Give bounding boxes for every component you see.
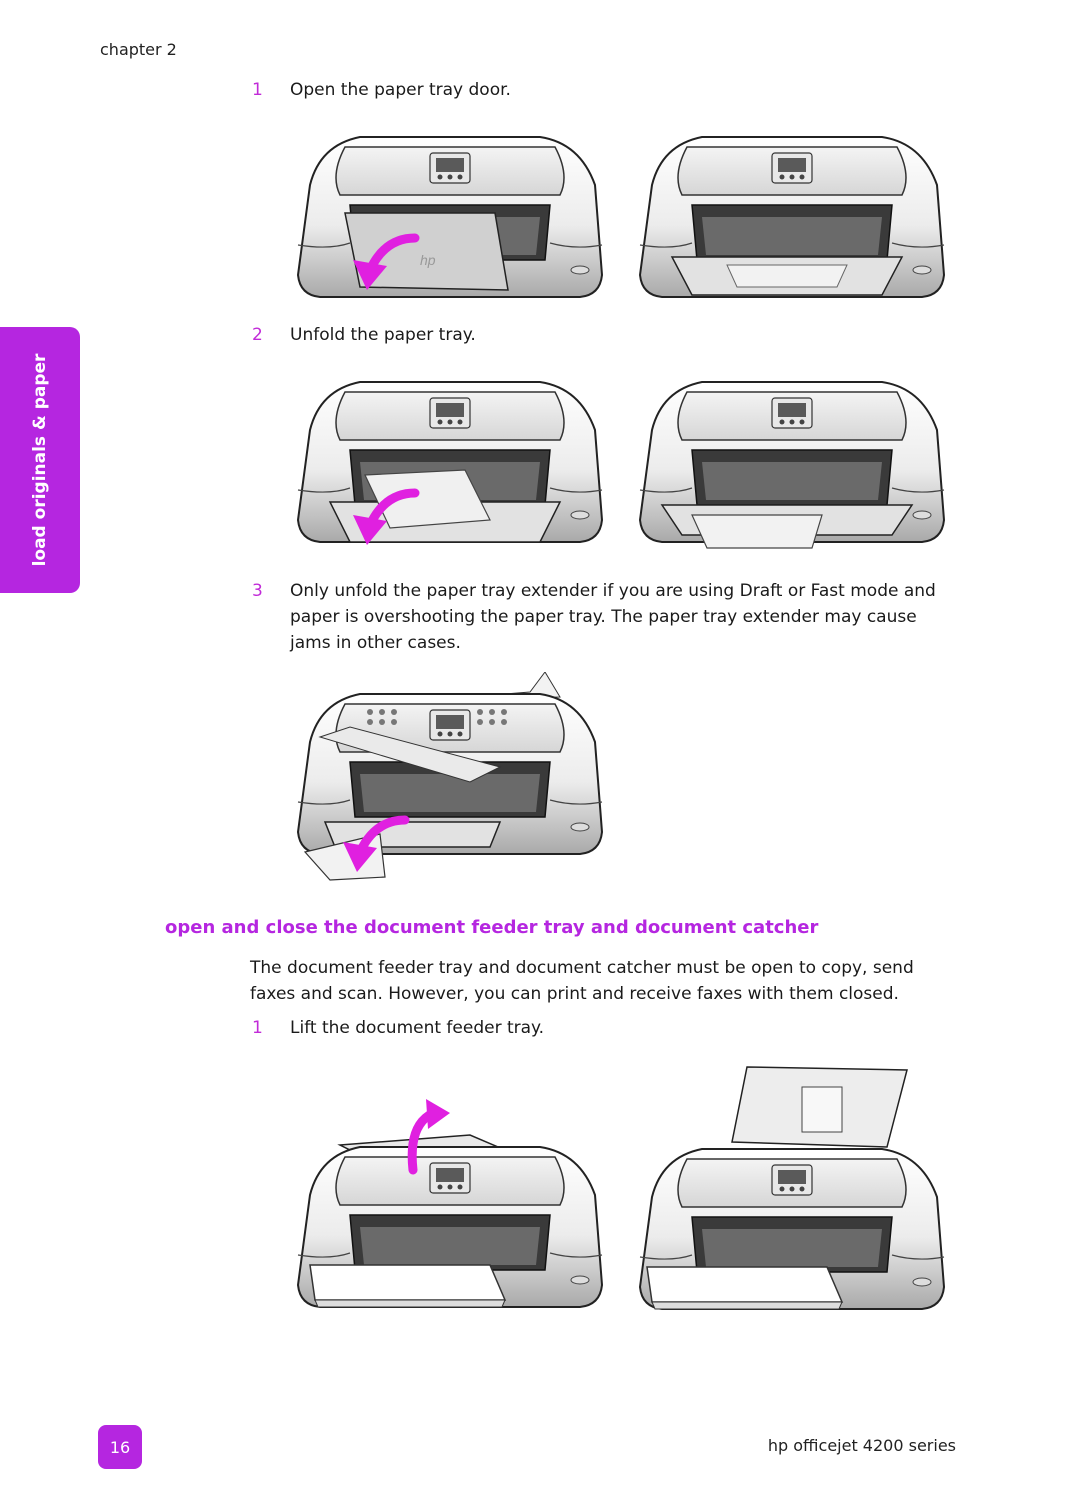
hp-logo: hp bbox=[420, 252, 436, 268]
step-number: 2 bbox=[252, 325, 263, 345]
step-1-lift-feeder: 1 Lift the document feeder tray. bbox=[252, 1015, 952, 1041]
rotate-arrow-icon bbox=[345, 230, 425, 300]
step-3: 3 Only unfold the paper tray extender if… bbox=[252, 578, 952, 656]
lift-arrow-icon bbox=[398, 1095, 458, 1175]
step-number: 1 bbox=[252, 80, 263, 100]
step-text: Only unfold the paper tray extender if y… bbox=[290, 581, 936, 653]
illustration-open-tray-door: hp bbox=[290, 125, 610, 309]
illustration-tray-door-opened bbox=[632, 125, 952, 309]
illustration-unfold-tray-extender bbox=[290, 671, 610, 891]
section-paragraph: The document feeder tray and document ca… bbox=[250, 958, 914, 1004]
step-1: 1 Open the paper tray door. bbox=[252, 77, 952, 103]
section-side-tab: load originals & paper bbox=[0, 327, 80, 593]
rotate-arrow-icon bbox=[335, 812, 415, 882]
step-text: Unfold the paper tray. bbox=[290, 325, 476, 345]
section-heading: open and close the document feeder tray … bbox=[165, 917, 819, 938]
illustration-lift-document-feeder-tray bbox=[290, 1095, 610, 1324]
illustration-paper-tray-unfolded bbox=[632, 370, 952, 554]
step-2: 2 Unfold the paper tray. bbox=[252, 322, 952, 348]
illustration-document-feeder-lifted bbox=[632, 1062, 952, 1326]
step-text: Lift the document feeder tray. bbox=[290, 1018, 545, 1038]
page-number: 16 bbox=[98, 1425, 142, 1469]
illustration-unfold-paper-tray bbox=[290, 370, 610, 554]
step-number: 3 bbox=[252, 581, 263, 601]
rotate-arrow-icon bbox=[345, 485, 425, 555]
step-number: 1 bbox=[252, 1018, 263, 1038]
step-text: Open the paper tray door. bbox=[290, 80, 511, 100]
footer-product: hp officejet 4200 series bbox=[767, 1436, 956, 1455]
side-tab-label: load originals & paper bbox=[30, 353, 50, 567]
chapter-label: chapter 2 bbox=[100, 40, 177, 59]
